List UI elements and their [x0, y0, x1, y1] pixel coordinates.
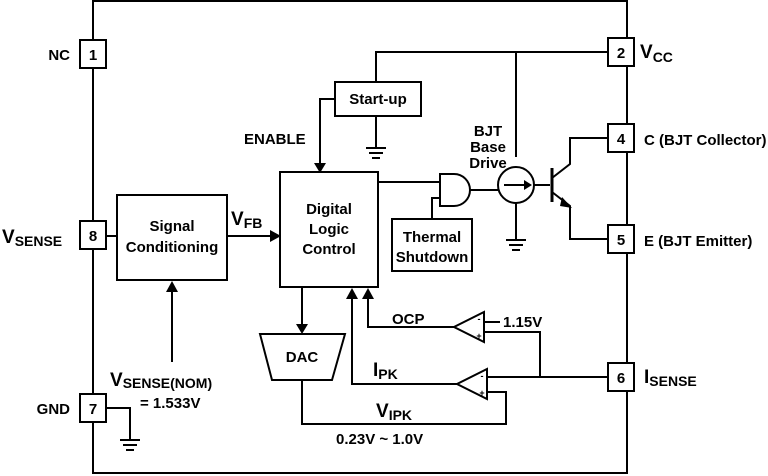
- svg-text:4: 4: [617, 131, 626, 148]
- pin-1-label: NC: [48, 47, 70, 64]
- vsense-nom-label: VSENSE(NOM): [110, 370, 212, 391]
- vsense-nom-arrowhead: [166, 281, 178, 292]
- digital-logic-control-block: Digital Logic Control: [279, 171, 379, 288]
- vfb-arrowhead: [270, 230, 281, 242]
- signal-conditioning-block: Signal Conditioning: [116, 194, 228, 281]
- gnd-wire: [106, 407, 131, 440]
- svg-text:Start-up: Start-up: [349, 91, 407, 108]
- ocp-comparator: - +: [451, 310, 485, 344]
- bjt-base-drive-label-1: BJT: [474, 123, 502, 140]
- svg-text:1: 1: [89, 47, 97, 64]
- pin-1: 1 NC: [48, 39, 107, 69]
- svg-text:2: 2: [617, 45, 625, 62]
- vipk-range-label: 0.23V ~ 1.0V: [336, 431, 423, 448]
- isense-wire: [484, 331, 608, 378]
- pin-5-label: E (BJT Emitter): [644, 233, 752, 250]
- bjt-base-drive-source: [497, 166, 535, 204]
- pin-7: 7 GND: [37, 393, 107, 423]
- thermal-to-gate-wire: [431, 197, 440, 219]
- svg-text:+: +: [479, 388, 484, 398]
- ipk-comparator: - +: [454, 367, 488, 401]
- enable-arrowhead: [314, 163, 326, 173]
- vipk-label: VIPK: [376, 401, 412, 423]
- svg-text:Signal: Signal: [149, 218, 194, 235]
- pin-6: 6 ISENSE: [607, 362, 697, 392]
- vsense-nom-value: = 1.533V: [140, 395, 200, 412]
- pin-5: 5 E (BJT Emitter): [607, 224, 752, 254]
- pin-8-label: VSENSE: [2, 227, 62, 249]
- pin-6-label: ISENSE: [644, 367, 697, 389]
- ocp-arrowhead: [362, 288, 374, 299]
- bjt-base-drive-label-3: Drive: [469, 155, 507, 172]
- svg-text:DAC: DAC: [286, 349, 319, 366]
- ipk-label: IPK: [373, 360, 398, 382]
- ocp-wire: [367, 299, 454, 328]
- and-gate: [439, 173, 471, 207]
- svg-text:+: +: [476, 331, 481, 341]
- enable-label: ENABLE: [244, 131, 306, 148]
- pin-2-label: VCC: [640, 42, 673, 65]
- ipk-arrowhead: [346, 288, 358, 299]
- pin-7-label: GND: [37, 401, 71, 418]
- dac-arrowhead: [296, 324, 308, 334]
- vipk-wire: [301, 380, 507, 425]
- svg-text:Control: Control: [302, 241, 355, 258]
- svg-text:Digital: Digital: [306, 201, 352, 218]
- svg-text:8: 8: [89, 228, 97, 245]
- svg-text:Conditioning: Conditioning: [126, 239, 218, 256]
- pin-8: 8 VSENSE: [2, 220, 107, 250]
- dac-block: DAC: [258, 333, 347, 381]
- ocp-ref-label: 1.15V: [503, 314, 542, 331]
- svg-text:-: -: [478, 314, 481, 324]
- svg-text:-: -: [481, 371, 484, 381]
- svg-text:6: 6: [617, 370, 625, 387]
- ocp-label: OCP: [392, 311, 425, 328]
- svg-text:Thermal: Thermal: [403, 229, 461, 246]
- enable-wire: [319, 98, 335, 165]
- svg-text:7: 7: [89, 401, 97, 418]
- pin-4: 4 C (BJT Collector): [607, 123, 767, 153]
- svg-text:Shutdown: Shutdown: [396, 249, 468, 266]
- thermal-shutdown-block: Thermal Shutdown: [391, 218, 473, 272]
- bjt-transistor-icon: [534, 137, 608, 240]
- gnd-ground-icon: [120, 439, 140, 451]
- ipk-wire: [351, 299, 457, 385]
- bjt-base-drive-label-2: Base: [470, 139, 506, 156]
- pin-4-label: C (BJT Collector): [644, 132, 767, 149]
- pin-2: 2 VCC: [607, 37, 673, 67]
- base-drive-ground-icon: [506, 239, 526, 251]
- svg-text:5: 5: [617, 232, 625, 249]
- startup-block: Start-up: [334, 81, 422, 117]
- startup-ground-icon: [366, 147, 386, 159]
- vfb-label: VFB: [231, 209, 262, 231]
- vcc-rail: [375, 51, 608, 82]
- svg-text:Logic: Logic: [309, 221, 349, 238]
